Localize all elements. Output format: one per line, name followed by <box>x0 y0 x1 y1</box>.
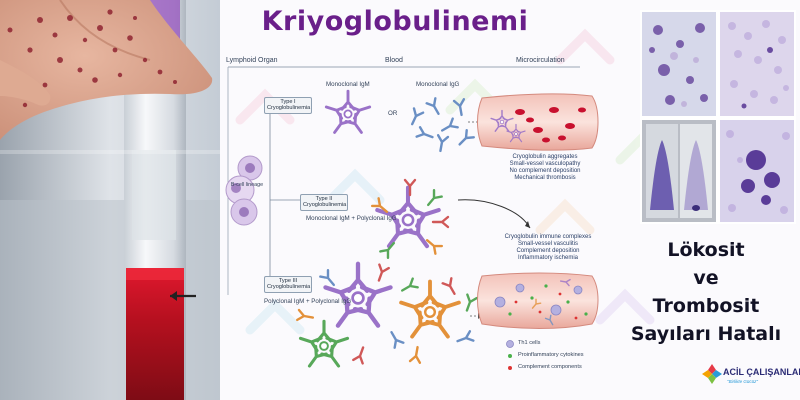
logo-mark <box>702 364 722 384</box>
pathophysiology-diagram: Lymphoid Organ Blood Microcirculation Ty… <box>220 40 640 400</box>
microscopy-panels <box>640 10 796 224</box>
legend-th1-cells: Th1 cells <box>518 340 541 346</box>
type-3-box: Type III Cryoglobulinemia <box>264 276 312 293</box>
label-or: OR <box>388 110 398 117</box>
b-cell-label: B-cell lineage <box>230 182 264 188</box>
legend-cytokines: Proinflammatory cytokines <box>518 352 584 358</box>
outcome-immune-complexes: Cryoglobulin immune complexes Small-vess… <box>504 234 592 261</box>
vessel-aggregates <box>477 93 599 151</box>
page-title: Kriyoglobulinemi <box>261 6 529 37</box>
stage-microcirculation: Microcirculation <box>516 57 565 64</box>
stage-lymphoid-organ: Lymphoid Organ <box>226 57 278 64</box>
headline-line-1: Lökosit <box>667 239 745 261</box>
label-type3-antibodies: Polyclonal IgM + Polyclonal IgG <box>264 298 352 305</box>
acil-calisanlari-logo: ACİL ÇALIŞANLARI "Birlikte Gücüz" <box>700 358 800 398</box>
b-cell-lineage <box>225 155 263 226</box>
legend-complement: Complement components <box>518 364 582 370</box>
logo-slogan: "Birlikte Gücüz" <box>727 379 758 384</box>
vessel-vasculitis <box>477 272 599 329</box>
type-2-box: Type II Cryoglobulinemia <box>300 194 348 211</box>
label-type2-antibodies: Monoclonal IgM + Polyclonal IgG <box>306 215 397 222</box>
headline-line-2: ve <box>693 267 719 289</box>
headline-line-3: Trombosit <box>652 295 760 317</box>
label-monoclonal-igg: Monoclonal IgG <box>416 81 460 88</box>
headline-text: Lökosit ve Trombosit Sayıları Hatalı <box>612 236 800 348</box>
outcome-aggregates: Cryoglobulin aggregates Small-vessel vas… <box>509 154 581 181</box>
headline-line-4: Sayıları Hatalı <box>630 323 782 345</box>
type-1-box: Type I Cryoglobulinemia <box>264 97 312 114</box>
stage-blood: Blood <box>385 57 403 64</box>
label-monoclonal-igm: Monoclonal IgM <box>326 81 370 88</box>
diagram-graphics <box>225 66 599 400</box>
logo-name: ACİL ÇALIŞANLARI <box>723 367 800 377</box>
clinical-photo <box>0 0 220 400</box>
